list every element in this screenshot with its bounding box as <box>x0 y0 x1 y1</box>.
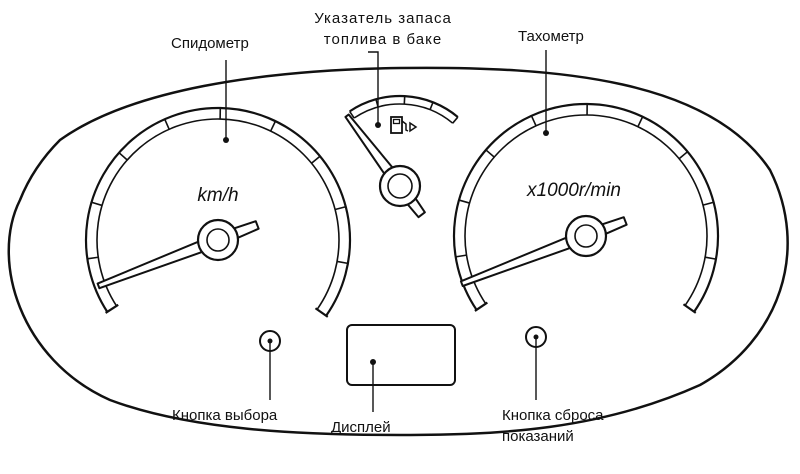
fuel-hub-inner <box>387 173 413 199</box>
dial-hub-inner <box>574 224 598 248</box>
dial-tick <box>336 260 349 265</box>
select-button-label: Кнопка выбора <box>172 407 278 424</box>
dial-tick <box>164 118 170 130</box>
fuel-gauge-label-line1: Указатель запаса <box>314 10 452 27</box>
fuel-tick <box>349 110 355 119</box>
reset-button-label-line1: Кнопка сброса <box>502 407 604 424</box>
dial-tick <box>702 201 714 206</box>
dial-tick <box>678 151 689 160</box>
dial-end-cap <box>682 303 697 314</box>
dial-end-cap <box>105 303 119 314</box>
dial-tick <box>637 116 644 128</box>
fuel-tick <box>452 116 459 124</box>
fuel-pump-icon <box>390 116 418 134</box>
leader-lines <box>223 50 549 412</box>
speed-unit-label: km/h <box>197 185 238 206</box>
fuel-inner-arc <box>353 103 454 124</box>
dial-hub-inner <box>206 228 230 252</box>
tachometer-dial <box>452 102 720 314</box>
dial-tick <box>118 152 128 161</box>
tacho-unit-label: x1000r/min <box>526 180 621 201</box>
dial-tick <box>530 115 537 127</box>
dial-tick <box>704 256 717 260</box>
dial-end-cap <box>314 307 329 318</box>
cluster-housing <box>7 66 789 437</box>
fuel-gauge-label-line2: топлива в баке <box>323 31 443 48</box>
fuel-tick <box>429 101 434 110</box>
speedometer-dial <box>84 106 352 318</box>
dial-outer-arc <box>452 102 720 313</box>
tachometer-label: Тахометр <box>518 28 584 45</box>
speedometer-label: Спидометр <box>171 35 249 52</box>
dial-end-cap <box>474 301 488 312</box>
dial-tick <box>310 155 321 164</box>
fuel-gauge <box>344 94 459 219</box>
dial-tick <box>455 254 467 258</box>
dial-tick <box>91 201 103 207</box>
dial-tick <box>334 205 346 211</box>
dial-tick <box>485 149 495 158</box>
display-screen <box>346 324 456 386</box>
reset-button-label-line2: показаний <box>502 428 574 445</box>
display-label: Дисплей <box>331 419 391 436</box>
dial-tick <box>269 120 277 132</box>
dial-tick <box>87 256 99 260</box>
dial-tick <box>458 199 470 204</box>
